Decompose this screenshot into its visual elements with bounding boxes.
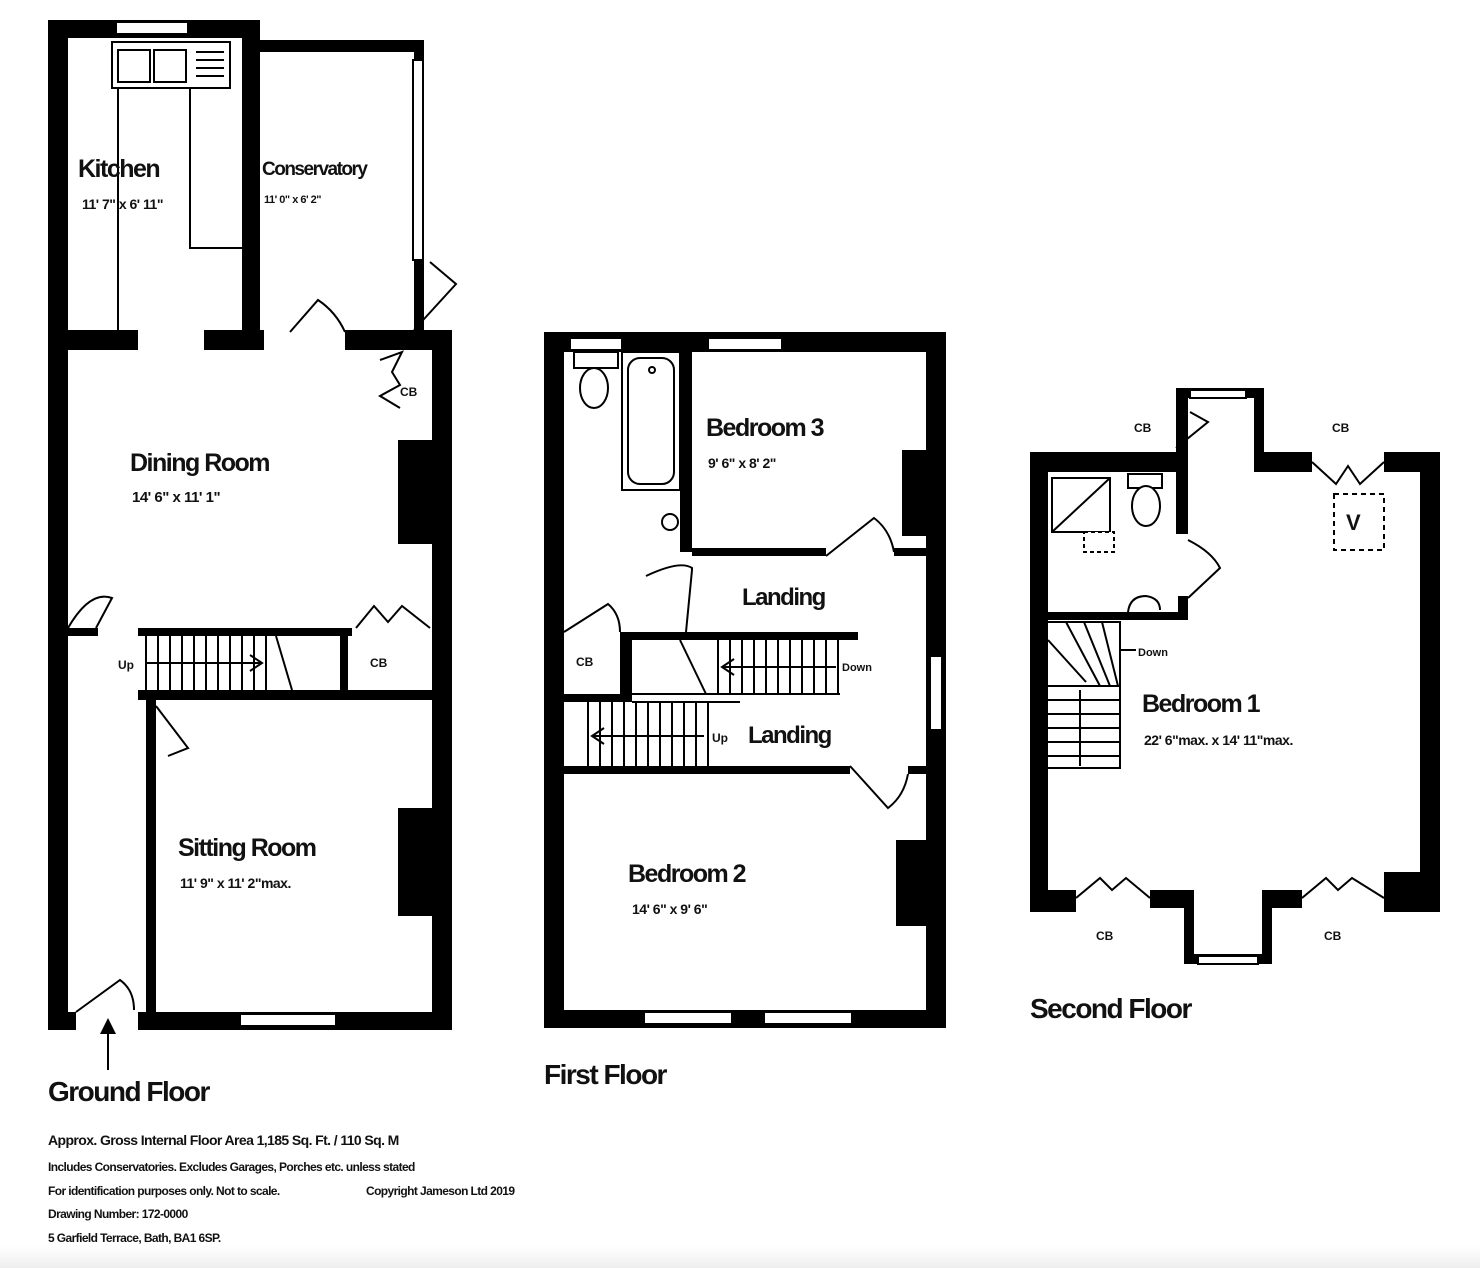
second-cb-label-bottom-right: CB (1324, 929, 1342, 943)
second-floor-title: Second Floor (1030, 993, 1193, 1024)
landing-upper-label: Landing (742, 584, 826, 611)
first-cb-label: CB (576, 655, 594, 669)
first-floor-plan (544, 332, 946, 1028)
bedroom-1-label: Bedroom 1 (1142, 690, 1261, 718)
landing-lower-label: Landing (748, 722, 832, 749)
kitchen-label: Kitchen (78, 155, 159, 183)
ground-floor-plan (48, 20, 458, 1070)
bedroom-3-label: Bedroom 3 (706, 414, 824, 442)
includes-text: Includes Conservatories. Excludes Garage… (48, 1160, 415, 1174)
address-text: 5 Garfield Terrace, Bath, BA1 6SP. (48, 1231, 221, 1245)
copyright-text: Copyright Jameson Ltd 2019 (366, 1184, 515, 1198)
bedroom-1-dimensions: 22' 6"max. x 14' 11"max. (1144, 732, 1293, 748)
drawing-number-text: Drawing Number: 172-0000 (48, 1207, 189, 1221)
second-cb-label-bottom-left: CB (1096, 929, 1114, 943)
sitting-room-dimensions: 11' 9" x 11' 2"max. (180, 875, 291, 891)
ground-floor-title: Ground Floor (48, 1076, 210, 1107)
bedroom-3-dimensions: 9' 6" x 8' 2" (708, 455, 776, 471)
first-stairs-up-label: Up (712, 731, 728, 745)
sitting-room-label: Sitting Room (178, 834, 316, 862)
kitchen-dimensions: 11' 7" x 6' 11" (82, 196, 163, 212)
first-floor-title: First Floor (544, 1059, 668, 1090)
second-cb-label-top-left: CB (1134, 421, 1152, 435)
second-cb-label-top-right: CB (1332, 421, 1350, 435)
conservatory-dimensions: 11' 0" x 6' 2" (264, 194, 321, 206)
bottom-edge (0, 1246, 1480, 1268)
ground-stairs-up-label: Up (118, 658, 134, 672)
ground-cb-label-dining: CB (400, 385, 418, 399)
first-stairs-down-label: Down (842, 662, 872, 674)
dining-room-dimensions: 14' 6" x 11' 1" (132, 489, 220, 506)
ground-cb-label-hall: CB (370, 656, 388, 670)
bedroom-2-dimensions: 14' 6" x 9' 6" (632, 901, 707, 917)
velux-window-label: V (1346, 510, 1361, 535)
second-stairs-down-label: Down (1138, 647, 1168, 659)
second-floor-plan (1030, 388, 1440, 965)
conservatory-label: Conservatory (262, 159, 368, 180)
floor-area-text: Approx. Gross Internal Floor Area 1,185 … (48, 1132, 399, 1148)
disclaimer-text: For identification purposes only. Not to… (48, 1184, 280, 1198)
bedroom-2-label: Bedroom 2 (628, 860, 746, 888)
dining-room-label: Dining Room (130, 449, 269, 477)
